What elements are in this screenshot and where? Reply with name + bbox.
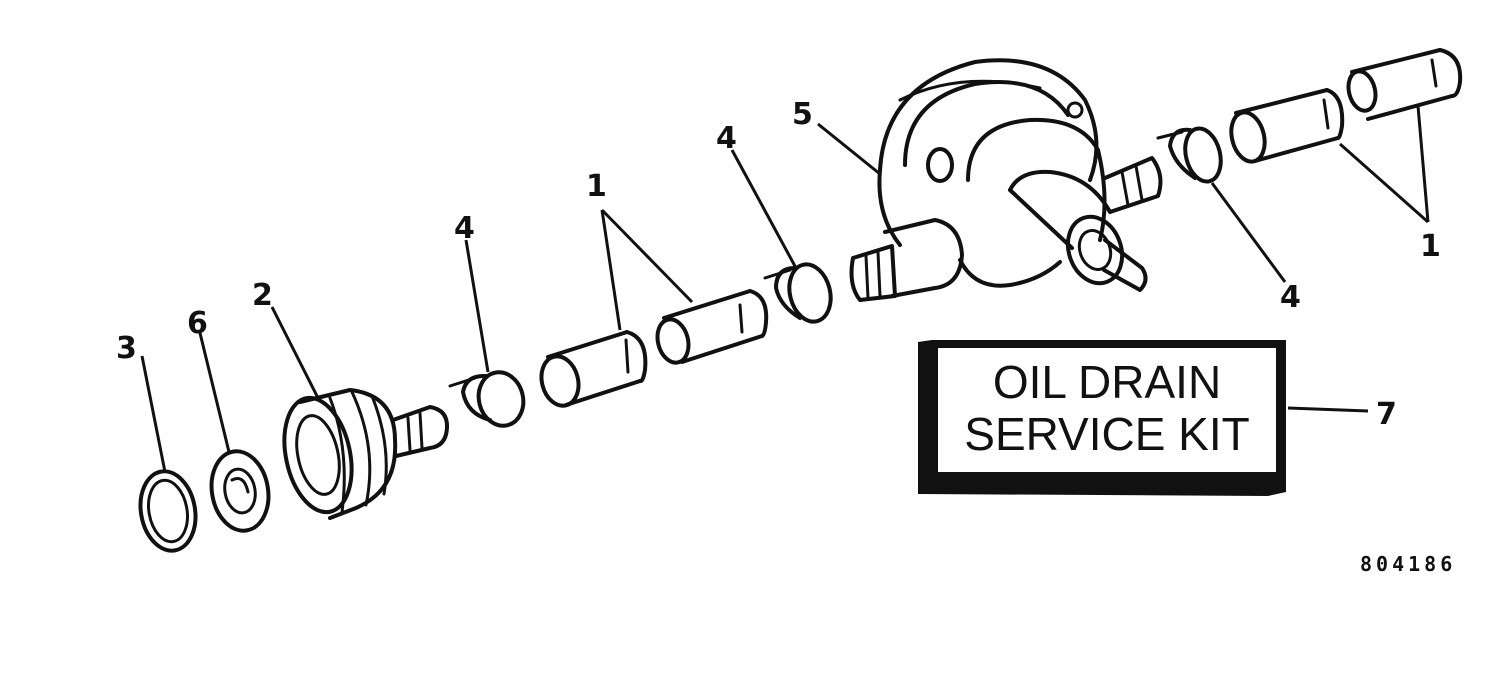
fitting-nut-part bbox=[282, 388, 450, 520]
callout-washer: 3 bbox=[116, 331, 137, 366]
kit-label-line1: OIL DRAIN bbox=[993, 356, 1221, 408]
washer-part bbox=[138, 469, 198, 553]
hose-clamp-left-part bbox=[448, 370, 526, 428]
hose-left-part bbox=[539, 289, 769, 408]
callout-fitting-nut: 2 bbox=[252, 278, 273, 313]
callout-clamp-right: 4 bbox=[1280, 280, 1301, 315]
kit-label-line2: SERVICE KIT bbox=[964, 408, 1249, 460]
hose-clamp-middle-part bbox=[763, 262, 833, 324]
callout-clamp-left: 4 bbox=[454, 211, 475, 246]
o-ring-part bbox=[209, 449, 271, 533]
callout-o-ring: 6 bbox=[187, 306, 208, 341]
callout-hose-right: 1 bbox=[1420, 229, 1441, 264]
callout-kit: 7 bbox=[1376, 397, 1397, 432]
hose-clamp-right-part bbox=[1156, 126, 1223, 184]
callout-clamp-middle: 4 bbox=[716, 121, 737, 156]
figure-number: 804186 bbox=[1360, 552, 1456, 576]
service-kit-box: OIL DRAIN SERVICE KIT bbox=[918, 340, 1286, 496]
callout-valve: 5 bbox=[792, 97, 813, 132]
drain-valve-part bbox=[849, 58, 1163, 302]
callout-hose-left: 1 bbox=[586, 169, 607, 204]
hose-right-part bbox=[1229, 48, 1463, 164]
leader-lines bbox=[140, 105, 1430, 473]
